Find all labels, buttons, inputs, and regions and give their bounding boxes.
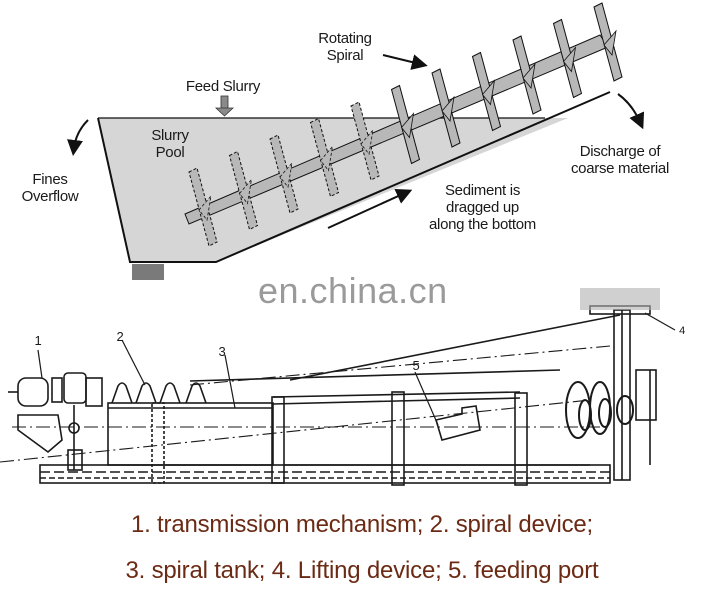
callout-2: 2 bbox=[116, 329, 124, 344]
spiral-web bbox=[562, 46, 577, 73]
label-line: Discharge of bbox=[579, 143, 661, 160]
legend-line-1: 1. transmission mechanism; 2. spiral dev… bbox=[130, 511, 594, 538]
label-line: along the bottom bbox=[429, 216, 536, 233]
callout-4: 4 bbox=[679, 325, 685, 337]
spiral-web bbox=[319, 145, 334, 172]
label-line: Fines bbox=[32, 171, 68, 188]
label-line: dragged up bbox=[446, 199, 519, 216]
label-line: Sediment is bbox=[444, 182, 521, 199]
image-smudge bbox=[580, 288, 660, 310]
feed-slurry-arrow-icon bbox=[214, 95, 235, 117]
sediment-label: Sediment is dragged up along the bottom bbox=[400, 182, 565, 233]
callout-3: 3 bbox=[218, 344, 226, 359]
spiral-web bbox=[400, 112, 415, 139]
discharge-label: Discharge of coarse material bbox=[545, 143, 695, 177]
spiral-web bbox=[441, 95, 455, 122]
legend-line-2: 3. spiral tank; 4. Lifting device; 5. fe… bbox=[125, 557, 599, 584]
label-line: coarse material bbox=[570, 160, 670, 177]
spiral-web bbox=[238, 178, 253, 205]
rotating-spiral bbox=[184, 2, 623, 247]
callout-leader-5 bbox=[414, 371, 439, 426]
callout-leader-1 bbox=[37, 349, 43, 379]
callout-leader-2 bbox=[121, 339, 146, 386]
label-line: Spiral bbox=[326, 47, 364, 64]
rotating-spiral-arrow-icon bbox=[382, 54, 428, 70]
label-line: Overflow bbox=[21, 188, 79, 205]
slurry-pool-label: Slurry Pool bbox=[140, 127, 200, 161]
transmission-motor bbox=[8, 372, 103, 471]
sediment-drag-arrow-icon bbox=[327, 189, 413, 229]
spiral-web bbox=[603, 29, 617, 56]
spiral-teeth bbox=[111, 382, 207, 404]
callout-5: 5 bbox=[412, 358, 420, 373]
tank-foot bbox=[132, 264, 164, 280]
spiral-web bbox=[481, 79, 496, 106]
feeding-port bbox=[434, 405, 481, 441]
spiral-web bbox=[522, 62, 536, 89]
classifier-technical-drawing bbox=[0, 305, 657, 486]
label-line: Pool bbox=[155, 144, 185, 161]
spiral-web bbox=[198, 194, 212, 221]
tank-outline bbox=[97, 91, 611, 263]
callout-leader-3 bbox=[224, 354, 236, 409]
discharge-arrow-icon bbox=[617, 93, 645, 130]
label-line: Rotating bbox=[318, 30, 372, 47]
lifting-spirals bbox=[565, 381, 634, 439]
fines-overflow-arrow-icon bbox=[67, 119, 89, 156]
label-line: Slurry bbox=[151, 127, 189, 144]
spiral-web bbox=[279, 161, 293, 188]
watermark: en.china.cn bbox=[258, 270, 448, 311]
feed-slurry-label: Feed Slurry bbox=[185, 78, 261, 95]
callout-1: 1 bbox=[34, 333, 42, 348]
lifting-device bbox=[589, 305, 657, 481]
spiral-web bbox=[360, 128, 374, 155]
fines-overflow-label: Fines Overflow bbox=[6, 171, 94, 205]
rotating-spiral-label: Rotating Spiral bbox=[305, 30, 385, 64]
callout-leader-4 bbox=[644, 312, 676, 331]
